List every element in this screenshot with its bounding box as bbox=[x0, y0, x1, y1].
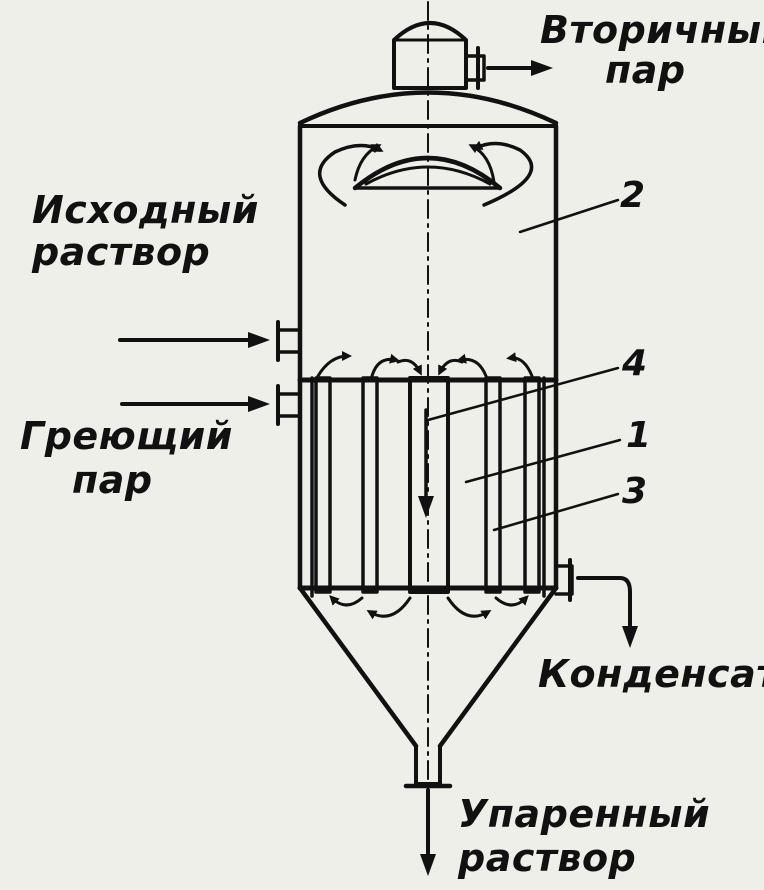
label-heating-steam-line1: Греющий bbox=[20, 414, 233, 458]
separator-cap bbox=[392, 21, 468, 90]
callout-2: 2 bbox=[620, 175, 646, 216]
leader-2 bbox=[518, 198, 620, 234]
callout-4: 4 bbox=[622, 343, 648, 384]
label-evaporated-solution-line2: раствор bbox=[458, 836, 637, 880]
cone-left bbox=[297, 585, 419, 749]
condensate-arrow bbox=[576, 576, 638, 648]
leader-4 bbox=[426, 366, 620, 422]
secondary-steam-nozzle bbox=[464, 54, 486, 82]
leader-3 bbox=[492, 492, 620, 532]
initial-solution-nozzle bbox=[276, 328, 302, 354]
callout-3: 3 bbox=[622, 471, 648, 512]
heating-tubes bbox=[310, 376, 546, 598]
label-condensate: Конденсат bbox=[538, 652, 764, 696]
label-evaporated-solution-line1: Упаренный bbox=[458, 792, 711, 836]
callout-1: 1 bbox=[626, 415, 652, 456]
label-secondary-steam-line2: пар bbox=[605, 48, 686, 92]
vapour-arrow-left bbox=[318, 142, 384, 207]
label-initial-solution-line2: раствор bbox=[32, 230, 211, 274]
leader-1 bbox=[464, 438, 622, 484]
heating-steam-nozzle bbox=[276, 392, 302, 418]
label-heating-steam-line2: пар bbox=[72, 458, 153, 502]
vapour-arrow-right bbox=[472, 140, 534, 207]
cone-right bbox=[437, 585, 559, 749]
label-secondary-steam-line1: Вторичный bbox=[540, 8, 764, 52]
label-initial-solution-line1: Исходный bbox=[32, 188, 259, 232]
